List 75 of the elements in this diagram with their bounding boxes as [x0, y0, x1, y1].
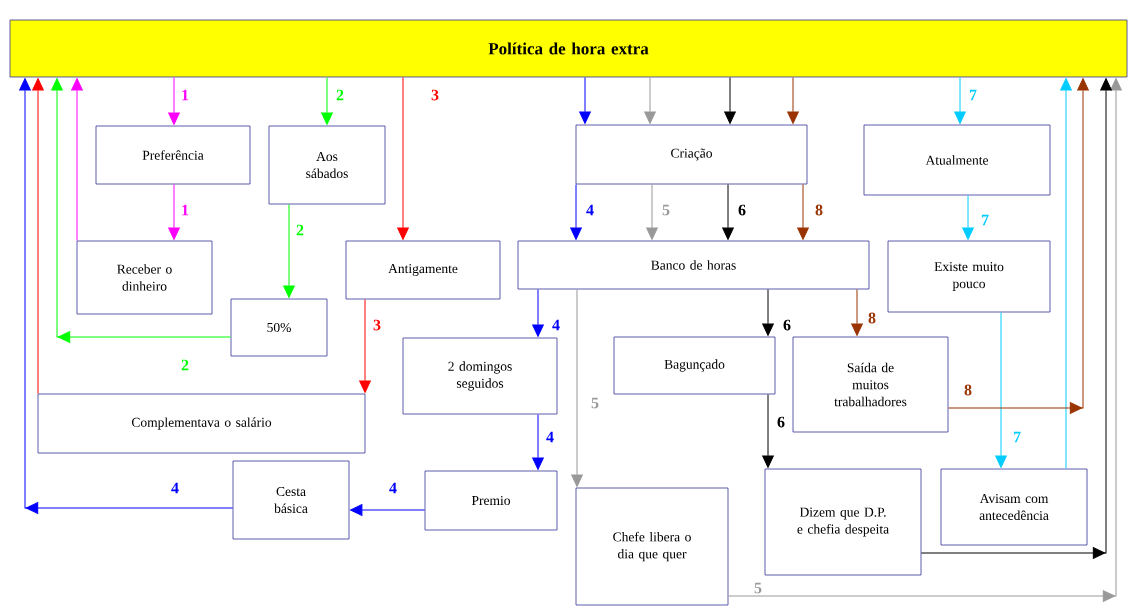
process-box: Cesta básica	[232, 460, 350, 540]
arrow	[359, 298, 371, 393]
edge-label: 1	[182, 204, 189, 216]
process-box: Saída de muitos trabalhadores	[792, 336, 949, 433]
edge-label: 2	[181, 359, 189, 371]
process-box: Avisam com antecedência	[940, 468, 1088, 546]
arrow	[51, 78, 232, 343]
process-box: Bagunçado	[613, 336, 776, 395]
arrow	[283, 203, 295, 298]
process-box: Chefe libera o dia que quer	[575, 487, 729, 606]
arrow	[962, 194, 974, 240]
edge-label: 7	[969, 89, 977, 101]
process-box: Premio	[424, 470, 558, 531]
arrow	[571, 288, 583, 487]
edge-label: 7	[1013, 431, 1021, 443]
process-box: Existe muito pouco	[887, 240, 1051, 313]
arrow	[532, 413, 544, 470]
arrow	[532, 288, 544, 337]
arrow	[579, 76, 591, 124]
edge-label: 4	[586, 204, 594, 216]
arrow	[787, 76, 799, 124]
edge-label: 8	[815, 204, 823, 216]
edge-label: 4	[171, 482, 179, 494]
process-box: Atualmente	[863, 124, 1051, 196]
edge-label: 7	[981, 214, 989, 226]
edge-label: 4	[546, 431, 554, 443]
arrow	[321, 76, 333, 125]
arrow	[797, 183, 809, 240]
edge-label: 2	[296, 224, 304, 236]
process-box: Criação	[575, 124, 808, 185]
arrow	[727, 78, 1122, 602]
edge-label: 2	[336, 89, 344, 101]
arrow	[722, 183, 734, 240]
edge-label: 3	[431, 89, 439, 101]
arrow	[71, 78, 83, 242]
arrow	[19, 78, 234, 514]
process-box: Antigamente	[345, 240, 501, 300]
edge-label: 4	[552, 319, 560, 331]
title-box: Política de hora extra	[9, 19, 1128, 78]
process-box: Receber o dinheiro	[76, 240, 213, 315]
arrow	[947, 78, 1089, 414]
arrow	[168, 76, 180, 125]
arrow	[851, 288, 863, 336]
arrow	[762, 288, 774, 336]
arrow	[995, 311, 1007, 468]
arrow	[350, 504, 426, 516]
arrow	[397, 76, 409, 240]
process-box: Preferência	[95, 125, 251, 185]
process-box: Dizem que D.P. e chefia despeita	[764, 468, 922, 576]
process-box: Complementava o salário	[37, 393, 366, 454]
edge-label: 8	[868, 312, 876, 324]
edge-label: 3	[373, 319, 381, 331]
process-box: 2 domingos seguidos	[402, 337, 558, 415]
arrow	[1060, 78, 1072, 470]
arrow	[644, 76, 656, 124]
edge-label: 5	[754, 582, 762, 594]
process-box: Banco de horas	[517, 240, 870, 290]
edge-label: 8	[964, 384, 972, 396]
edge-label: 6	[738, 204, 746, 216]
arrow	[168, 183, 180, 240]
arrow	[954, 76, 966, 124]
edge-label: 4	[389, 482, 397, 494]
arrow	[570, 183, 582, 240]
process-box: Aos sábados	[268, 125, 386, 205]
arrow	[646, 183, 658, 240]
arrow	[920, 78, 1112, 559]
arrow	[724, 76, 736, 124]
arrow	[32, 78, 44, 395]
edge-label: 6	[783, 319, 791, 331]
edge-label: 5	[591, 397, 599, 409]
edge-label: 5	[662, 204, 670, 216]
edge-label: 6	[777, 416, 785, 428]
arrow	[762, 393, 774, 468]
edge-label: 1	[182, 89, 189, 101]
process-box: 50%	[230, 298, 328, 357]
